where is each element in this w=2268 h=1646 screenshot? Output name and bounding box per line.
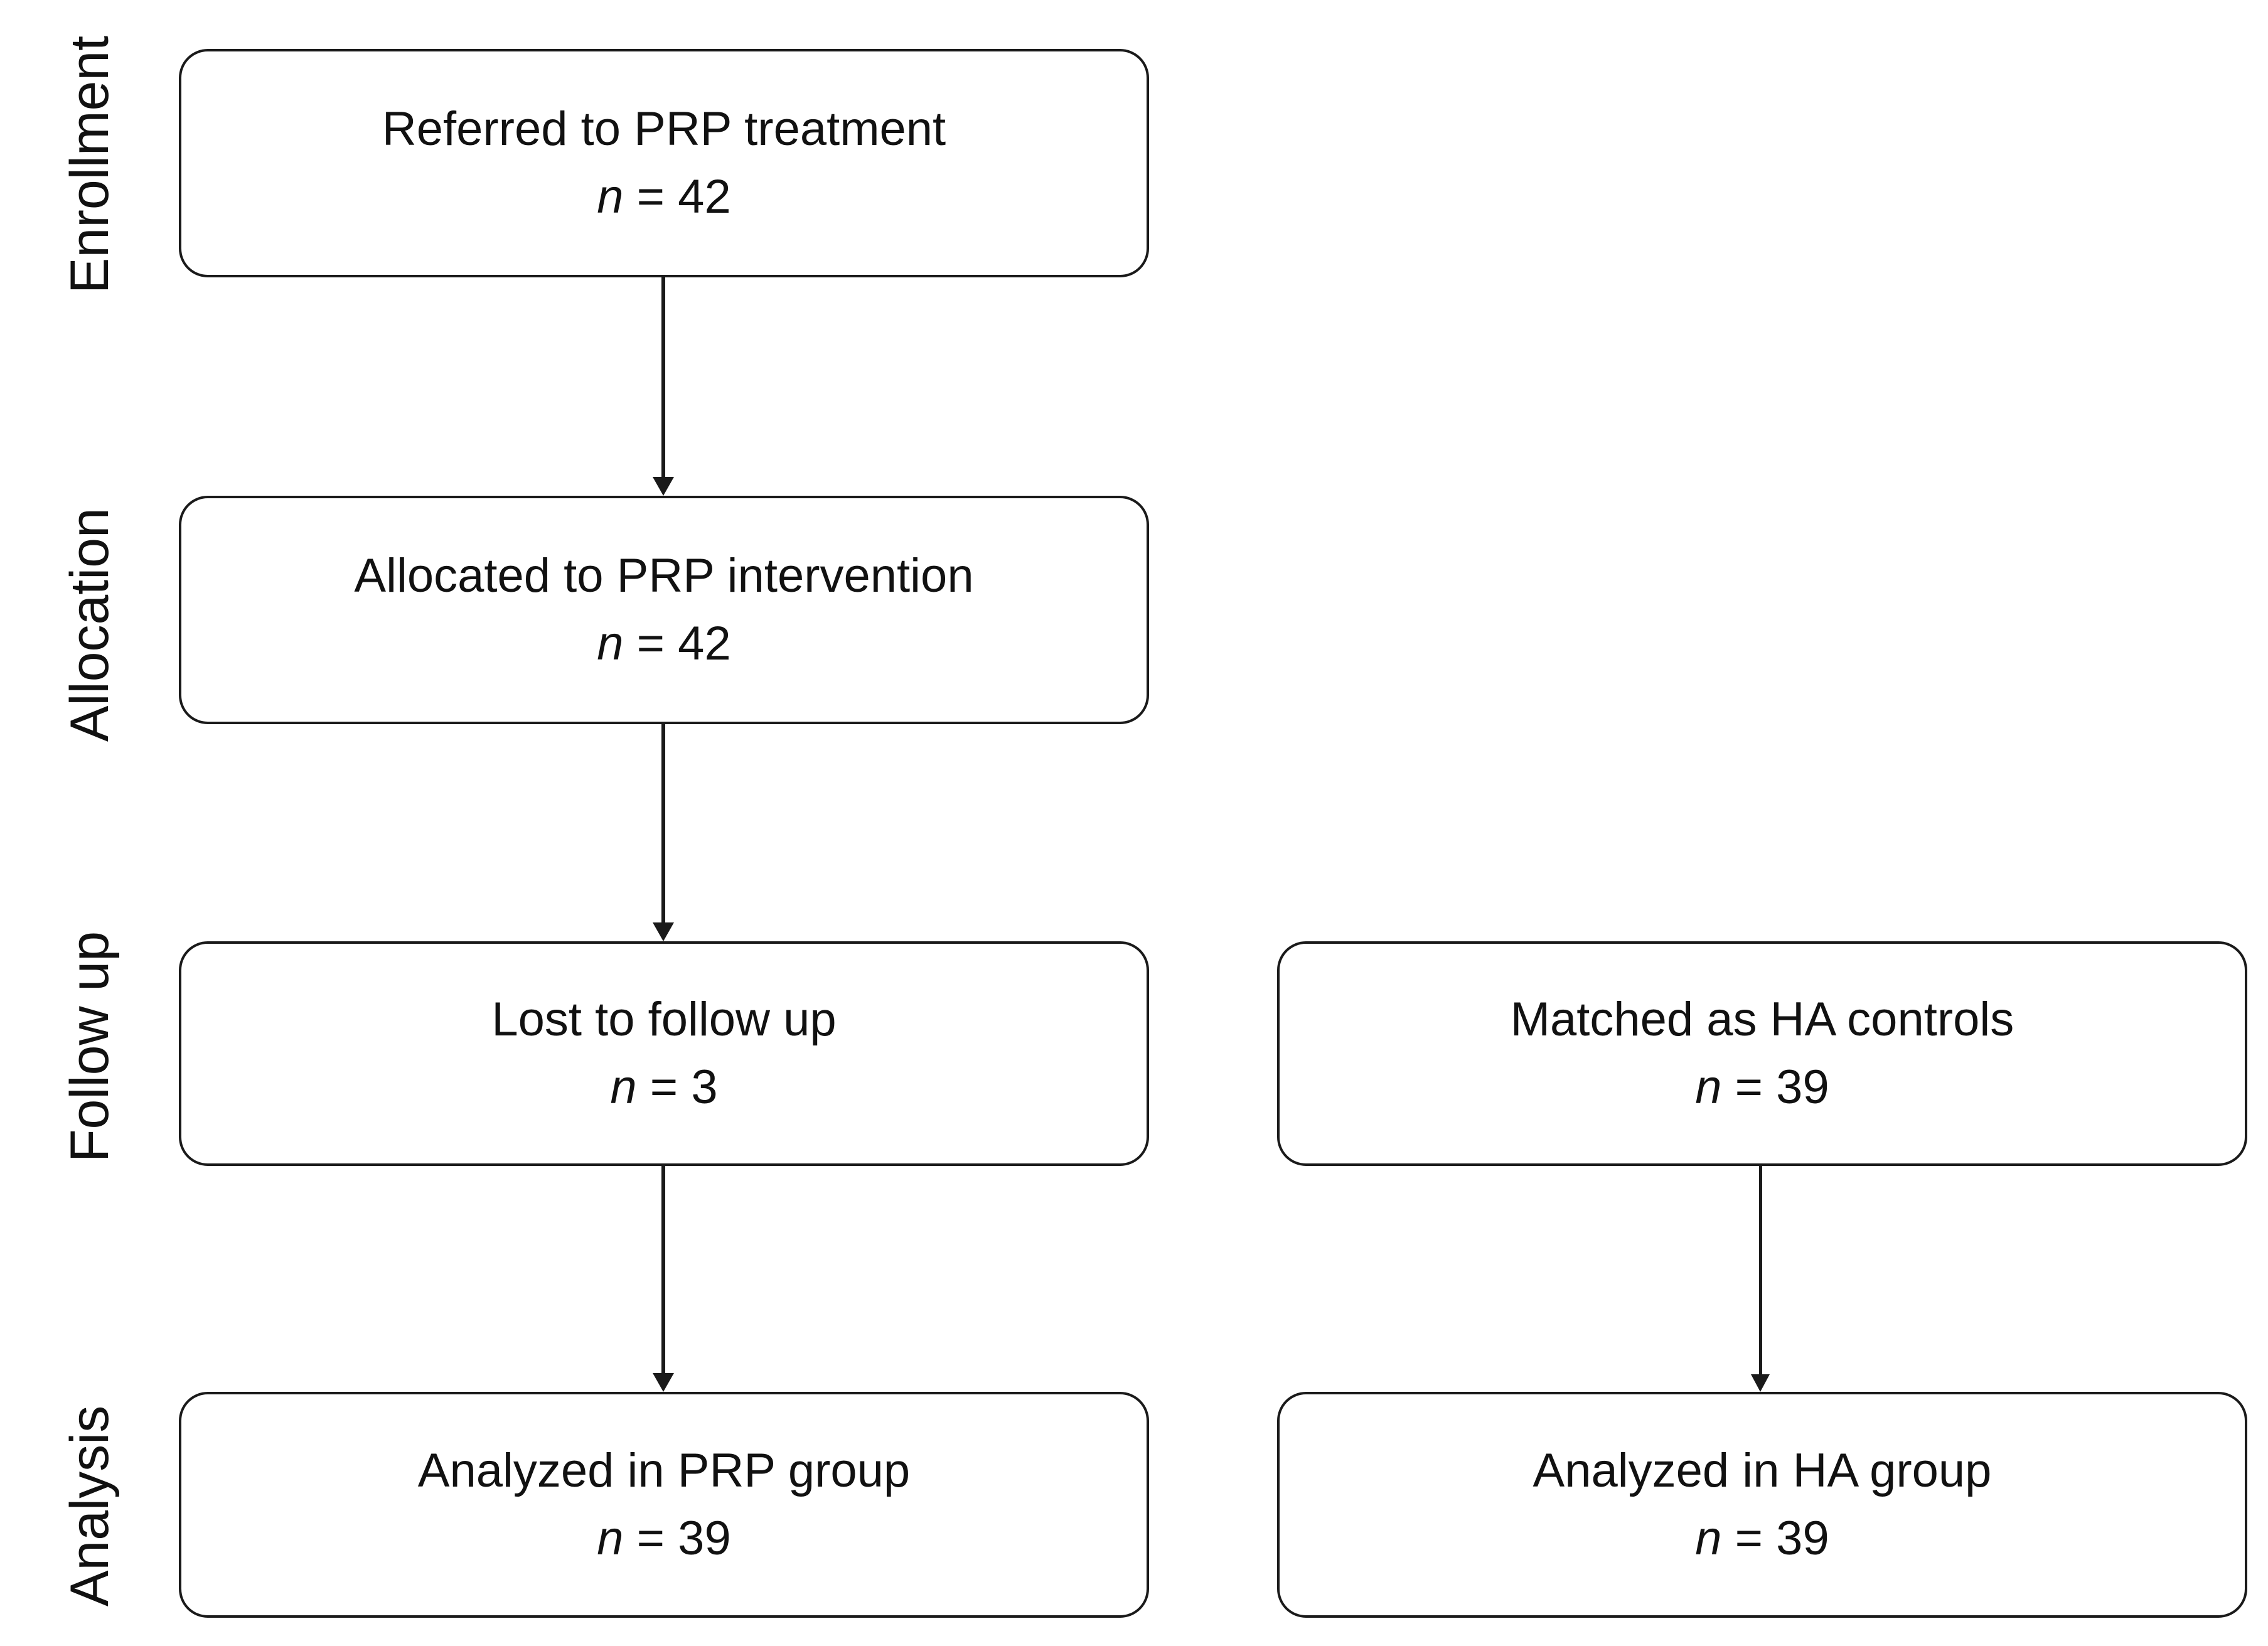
stage-label-enrollment-text: Enrollment xyxy=(60,35,120,294)
arrow-head-icon xyxy=(1751,1374,1770,1392)
n-symbol: n xyxy=(597,1512,624,1565)
flow-box-referred-prp-line1: Referred to PRP treatment xyxy=(382,102,946,156)
flow-box-analyzed-ha: Analyzed in HA group n = 39 xyxy=(1277,1392,2247,1618)
flow-box-allocated-prp: Allocated to PRP intervention n = 42 xyxy=(179,496,1149,724)
flow-box-analyzed-prp-line1: Analyzed in PRP group xyxy=(417,1444,911,1497)
flow-box-lost-followup-count: n = 3 xyxy=(610,1054,717,1121)
arrow-allocated-to-lost xyxy=(653,724,674,941)
n-symbol: n xyxy=(610,1061,637,1114)
arrow-lost-to-analyzed-prp xyxy=(653,1166,674,1392)
flow-box-referred-prp: Referred to PRP treatment n = 42 xyxy=(179,49,1149,277)
flow-box-allocated-prp-count: n = 42 xyxy=(597,610,730,678)
arrow-head-icon xyxy=(653,922,674,941)
n-value: 42 xyxy=(678,617,731,670)
n-symbol: n xyxy=(1695,1061,1722,1114)
flow-box-matched-ha-controls-line1: Matched as HA controls xyxy=(1510,993,2014,1046)
flow-box-referred-prp-count: n = 42 xyxy=(597,163,730,231)
flow-box-matched-ha-controls-count: n = 39 xyxy=(1695,1054,1829,1121)
stage-label-followup-text: Follow up xyxy=(60,931,120,1162)
n-equals: = xyxy=(636,1061,692,1114)
n-value: 39 xyxy=(1776,1061,1829,1114)
n-symbol: n xyxy=(597,617,624,670)
arrow-shaft xyxy=(661,724,665,922)
flow-box-allocated-prp-line1: Allocated to PRP intervention xyxy=(354,549,974,602)
flow-box-lost-followup: Lost to follow up n = 3 xyxy=(179,941,1149,1166)
n-symbol: n xyxy=(1695,1512,1722,1565)
flow-box-analyzed-ha-line1: Analyzed in HA group xyxy=(1533,1444,1992,1497)
n-equals: = xyxy=(1721,1512,1777,1565)
n-equals: = xyxy=(623,170,678,223)
n-equals: = xyxy=(1721,1061,1777,1114)
flow-box-analyzed-prp-count: n = 39 xyxy=(597,1505,730,1573)
arrow-matched-to-analyzed-ha xyxy=(1751,1166,1770,1392)
arrow-referred-to-allocated xyxy=(653,277,674,496)
n-equals: = xyxy=(623,1512,678,1565)
flow-box-lost-followup-line1: Lost to follow up xyxy=(491,993,837,1046)
arrow-head-icon xyxy=(653,1373,674,1392)
n-symbol: n xyxy=(597,170,624,223)
flow-box-matched-ha-controls: Matched as HA controls n = 39 xyxy=(1277,941,2247,1166)
n-value: 3 xyxy=(691,1061,718,1114)
n-value: 39 xyxy=(1776,1512,1829,1565)
n-value: 39 xyxy=(678,1512,731,1565)
arrow-shaft xyxy=(1758,1166,1762,1374)
arrow-shaft xyxy=(661,1166,665,1373)
n-value: 42 xyxy=(678,170,731,223)
n-equals: = xyxy=(623,617,678,670)
stage-label-allocation-text: Allocation xyxy=(60,508,120,742)
arrow-shaft xyxy=(661,277,665,477)
flow-box-analyzed-prp: Analyzed in PRP group n = 39 xyxy=(179,1392,1149,1618)
stage-label-analysis-text: Analysis xyxy=(60,1405,120,1606)
flow-box-analyzed-ha-count: n = 39 xyxy=(1695,1505,1829,1573)
arrow-head-icon xyxy=(653,477,674,496)
